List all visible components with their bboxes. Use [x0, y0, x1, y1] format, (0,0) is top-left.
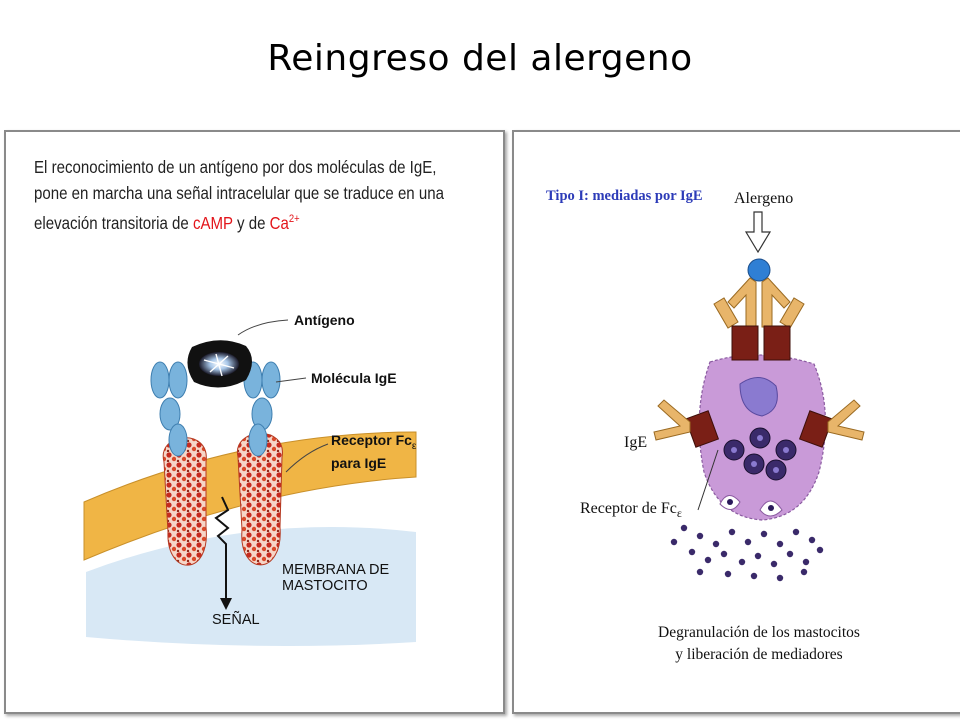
- mediator-dot: [808, 536, 816, 544]
- allergen-ball: [747, 258, 771, 282]
- mediator-dot: [786, 550, 794, 558]
- mediator-dot: [750, 572, 758, 580]
- mast-cell-illustration: [653, 211, 865, 582]
- left-diagram-panel: El reconocimiento de un antígeno por dos…: [4, 130, 505, 714]
- mediator-dot: [680, 524, 688, 532]
- fc-receptor-right: [237, 432, 283, 566]
- intro-text: El reconocimiento de un antígeno por dos…: [34, 154, 473, 236]
- fc-receptor-left: [162, 437, 207, 566]
- mediator-dot: [760, 530, 768, 538]
- label-ige: IgE: [624, 434, 648, 451]
- granule-highlights: [731, 435, 789, 473]
- antibodies-top: [713, 277, 805, 329]
- calcium-term: Ca2+: [269, 212, 300, 233]
- antigen-shape: [187, 340, 252, 388]
- mediator-dot: [688, 548, 696, 556]
- allergen-arrow: [744, 211, 772, 254]
- mediator-dot: [744, 538, 752, 546]
- label-receptor-de-fc: Receptor de Fcε: [580, 500, 682, 521]
- label-senal: SEÑAL: [212, 612, 260, 628]
- mediator-dot: [802, 558, 810, 566]
- cytoplasm-region: [86, 527, 416, 646]
- fc-receptors: [684, 325, 834, 448]
- label-molecula-ige: Molécula IgE: [311, 370, 397, 386]
- ige-molecule-right: [243, 361, 281, 457]
- mediator-dot: [704, 556, 712, 564]
- right-diagram-panel: Tipo I: mediadas por IgE Alergeno IgE Re…: [512, 130, 960, 714]
- mediator-dot: [792, 528, 800, 536]
- mediator-dot: [724, 570, 732, 578]
- mediator-dot: [670, 538, 678, 546]
- mediator-dot: [738, 558, 746, 566]
- label-membrana-mastocito: MEMBRANA DE MASTOCITO: [282, 562, 390, 594]
- mediator-dot: [696, 568, 704, 576]
- mediator-dot: [770, 560, 778, 568]
- ige-receptor-illustration: [83, 319, 417, 646]
- ige-molecule-left: [150, 361, 188, 457]
- label-alergeno: Alergeno: [734, 190, 794, 207]
- mediator-dot: [776, 574, 784, 582]
- camp-term: cAMP: [192, 212, 233, 233]
- released-mediators: [670, 524, 824, 582]
- mediator-dot: [712, 540, 720, 548]
- intro-line-1: El reconocimiento de un antígeno por dos…: [34, 157, 437, 177]
- intro-line-3: elevación transitoria de cAMP y de Ca2+: [34, 212, 300, 233]
- label-antigeno: Antígeno: [294, 312, 355, 328]
- label-tipo-i: Tipo I: mediadas por IgE: [546, 188, 703, 204]
- signal-arrow: [214, 496, 230, 602]
- slide-title: Reingreso del alergeno: [267, 38, 693, 79]
- mediator-dot: [800, 568, 808, 576]
- mediator-dot: [816, 546, 824, 554]
- label-receptor-fc: Receptor Fcε para IgE: [331, 432, 417, 471]
- mediator-dot: [696, 532, 704, 540]
- ige-leader-line: [697, 449, 719, 511]
- nucleus: [739, 377, 778, 417]
- intro-line-2: pone en marcha una señal intracelular qu…: [34, 183, 444, 203]
- caption-degranulacion: Degranulación de los mastocitos y libera…: [658, 624, 860, 663]
- mediator-dot: [728, 528, 736, 536]
- mediator-dot: [776, 540, 784, 548]
- mediator-dot: [754, 552, 762, 560]
- mediator-dot: [720, 550, 728, 558]
- antibodies-side: [653, 399, 865, 441]
- label-leader-lines: [237, 319, 329, 473]
